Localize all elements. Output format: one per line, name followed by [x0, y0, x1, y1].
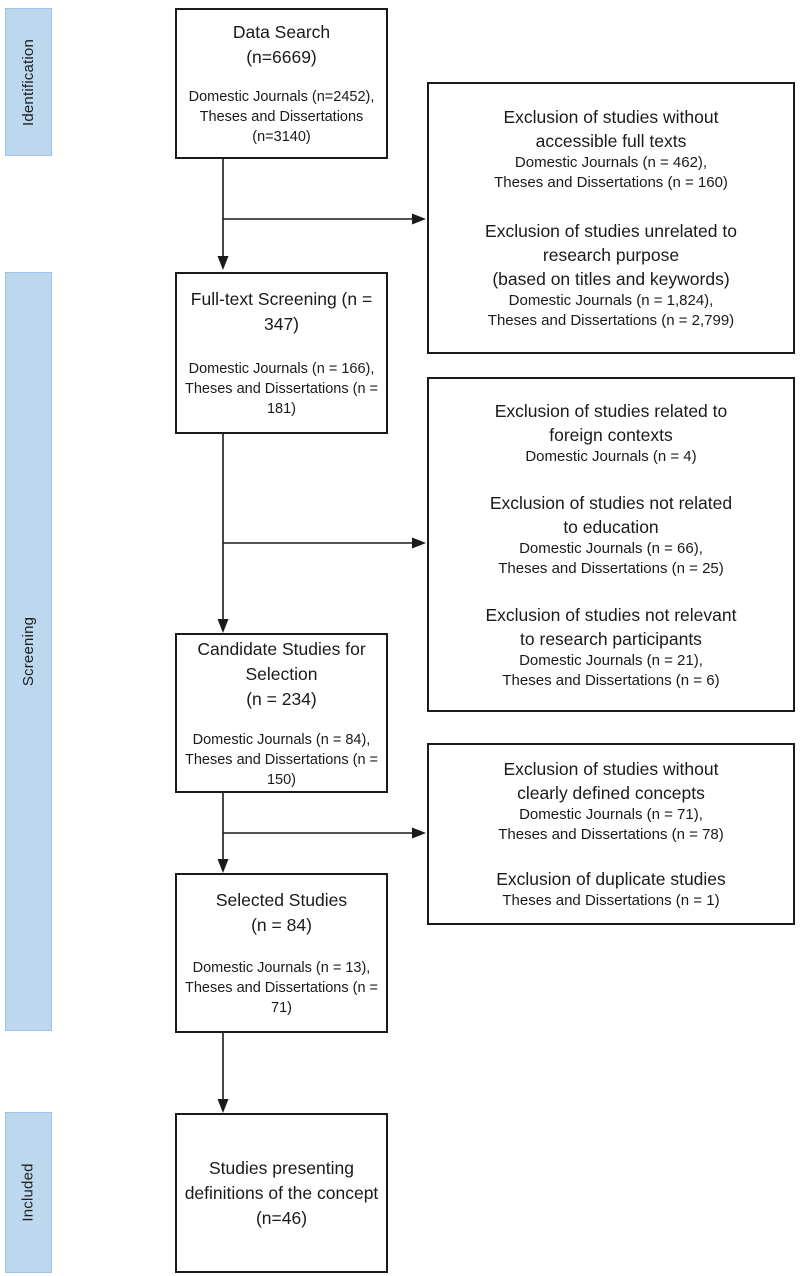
exclusion-entry: Exclusion of studies without accessible …	[494, 105, 728, 193]
exclusion-entry: Exclusion of studies not relevant to res…	[486, 603, 737, 691]
exclusion-detail: Domestic Journals (n = 1,824), Theses an…	[487, 292, 735, 329]
flow-box-fulltext-screening: Full-text Screening (n = 347) Domestic J…	[175, 272, 388, 434]
stage-label-screening: Screening	[20, 616, 38, 687]
flow-box-title: Candidate Studies for Selection (n = 234…	[197, 638, 366, 709]
stage-band-screening: Screening	[5, 272, 52, 1031]
exclusion-detail: Domestic Journals (n = 71), Theses and D…	[498, 806, 724, 843]
exclusion-entry: Exclusion of duplicate studies Theses an…	[496, 867, 726, 911]
flow-box-detail: Domestic Journals (n = 84), Theses and D…	[184, 731, 379, 788]
flow-box-selected-studies: Selected Studies (n = 84) Domestic Journ…	[175, 873, 388, 1033]
flow-box-detail: Domestic Journals (n = 166), Theses and …	[184, 361, 379, 417]
flow-box-title: Data Search (n=6669)	[232, 22, 331, 67]
flow-box-title: Studies presenting definitions of the co…	[184, 1157, 379, 1228]
exclusion-heading: Exclusion of studies not relevant to res…	[485, 604, 737, 649]
exclusion-detail: Theses and Dissertations (n = 1)	[502, 892, 720, 909]
flow-box-detail: Domestic Journals (n = 13), Theses and D…	[184, 960, 379, 1016]
stage-band-included: Included	[5, 1112, 52, 1273]
stage-label-identification: Identification	[20, 38, 37, 126]
flow-box-data-search: Data Search (n=6669) Domestic Journals (…	[175, 8, 388, 159]
arrowhead-right-1	[412, 213, 426, 225]
flow-box-title: Full-text Screening (n = 347)	[190, 289, 373, 334]
arrowhead-down-2	[217, 619, 229, 633]
arrowhead-right-2	[412, 537, 426, 549]
flow-box-included-studies: Studies presenting definitions of the co…	[175, 1113, 388, 1273]
flow-box-detail: Domestic Journals (n=2452), Theses and D…	[188, 89, 375, 145]
exclusion-heading: Exclusion of studies without clearly def…	[503, 759, 719, 803]
flow-box-title: Selected Studies (n = 84)	[215, 890, 348, 935]
exclusion-heading: Exclusion of studies without accessible …	[503, 107, 719, 151]
arrowhead-down-1	[217, 256, 229, 270]
exclusion-box-1: Exclusion of studies without accessible …	[427, 82, 795, 354]
arrowhead-right-3	[412, 827, 426, 839]
exclusion-heading: Exclusion of duplicate studies	[496, 869, 726, 889]
exclusion-detail: Domestic Journals (n = 21), Theses and D…	[502, 651, 720, 689]
exclusion-entry: Exclusion of studies related to foreign …	[495, 399, 728, 467]
exclusion-heading: Exclusion of studies related to foreign …	[494, 400, 728, 445]
stage-band-identification: Identification	[5, 8, 52, 156]
exclusion-entry: Exclusion of studies not related to educ…	[490, 491, 732, 579]
arrowhead-down-4	[217, 1099, 229, 1113]
exclusion-box-3: Exclusion of studies without clearly def…	[427, 743, 795, 925]
stage-label-included: Included	[20, 1163, 37, 1222]
exclusion-detail: Domestic Journals (n = 462), Theses and …	[494, 154, 728, 191]
exclusion-box-2: Exclusion of studies related to foreign …	[427, 377, 795, 712]
exclusion-entry: Exclusion of studies without clearly def…	[498, 757, 724, 845]
exclusion-detail: Domestic Journals (n = 4)	[525, 447, 697, 465]
exclusion-heading: Exclusion of studies unrelated to resear…	[485, 221, 737, 289]
flow-box-candidate-studies: Candidate Studies for Selection (n = 234…	[175, 633, 388, 793]
exclusion-detail: Domestic Journals (n = 66), Theses and D…	[498, 539, 724, 577]
exclusion-entry: Exclusion of studies unrelated to resear…	[485, 219, 737, 331]
exclusion-heading: Exclusion of studies not related to educ…	[489, 492, 733, 537]
arrowhead-down-3	[217, 859, 229, 873]
